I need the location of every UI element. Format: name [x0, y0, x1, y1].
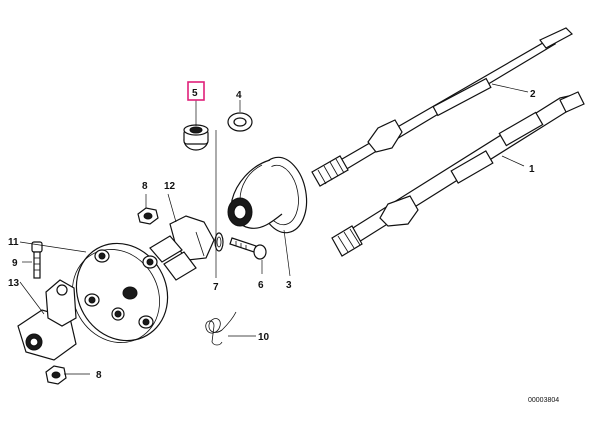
callout-3[interactable]: 3 [286, 280, 292, 291]
hex-nut-lower[interactable] [45, 365, 67, 385]
joint-yoke[interactable] [149, 215, 215, 281]
lower-steering-shaft[interactable] [331, 91, 585, 257]
callout-12[interactable]: 12 [164, 181, 176, 192]
callout-1[interactable]: 1 [529, 164, 535, 175]
flex-coupling-disc[interactable] [56, 227, 185, 359]
callout-4[interactable]: 4 [236, 90, 242, 101]
callout-8-upper[interactable]: 8 [142, 181, 148, 192]
callout-2[interactable]: 2 [530, 89, 536, 100]
hex-nut-upper[interactable] [137, 207, 159, 225]
yoke-bolt[interactable] [31, 241, 43, 279]
callout-10[interactable]: 10 [258, 332, 270, 343]
highlight-box [187, 81, 205, 101]
washer[interactable] [227, 112, 253, 132]
lower-clamp-yoke[interactable] [17, 279, 77, 361]
lock-washer[interactable] [214, 232, 224, 252]
callout-9[interactable]: 9 [12, 258, 18, 269]
callout-6[interactable]: 6 [258, 280, 264, 291]
clamp-bolt[interactable] [229, 237, 267, 260]
callout-13[interactable]: 13 [8, 278, 20, 289]
reference-number: 00003804 [528, 397, 559, 404]
callout-labels: 1 2 3 4 5 6 7 8 8 9 10 11 12 13 [8, 81, 536, 381]
leader-lines [19, 83, 529, 375]
callout-7[interactable]: 7 [213, 282, 219, 293]
callout-11[interactable]: 11 [8, 237, 19, 248]
rubber-boot[interactable] [227, 153, 312, 236]
callout-8-lower[interactable]: 8 [96, 370, 102, 381]
tension-spring[interactable] [205, 311, 237, 346]
upper-steering-shaft[interactable] [311, 27, 573, 187]
bushing[interactable] [183, 124, 209, 151]
callout-5[interactable]: 5 [192, 88, 198, 99]
